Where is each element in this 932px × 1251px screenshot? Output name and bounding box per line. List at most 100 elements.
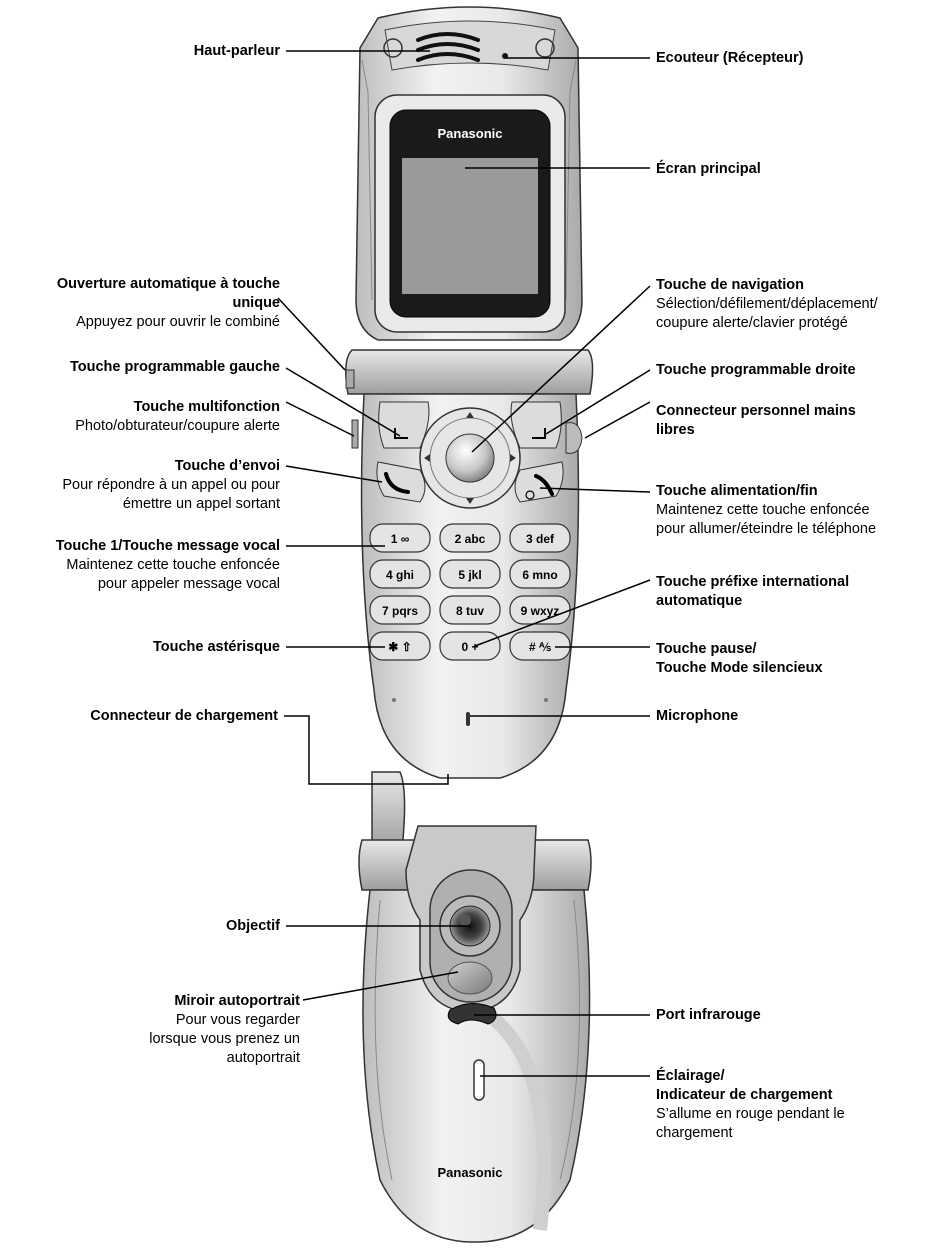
- label-desc: Maintenez cette touche enfoncée: [656, 502, 870, 518]
- label-title: Connecteur personnel mains: [656, 403, 856, 419]
- label-desc: S’allume en rouge pendant le: [656, 1106, 845, 1122]
- keypad-key[interactable]: 3 def: [509, 523, 571, 553]
- label-title: Touche préfixe international: [656, 574, 850, 590]
- label-title: Touche multifonction: [133, 399, 280, 415]
- hinge: [345, 349, 594, 395]
- label-desc: chargement: [656, 1125, 733, 1141]
- label-title: Haut-parleur: [193, 43, 280, 59]
- label-title: Ouverture automatique à touche: [56, 276, 280, 292]
- brand-logo-bottom: Panasonic: [437, 1165, 502, 1180]
- label-title: Touche programmable gauche: [69, 359, 280, 375]
- label-title: Microphone: [656, 708, 739, 724]
- label-title: Touche pause/: [656, 641, 757, 657]
- label-title: Écran principal: [656, 161, 761, 177]
- label-title: Touche Mode silencieux: [656, 660, 823, 676]
- nav-center-button: [445, 433, 495, 483]
- headset-jack-icon: [565, 422, 583, 454]
- keypad-key[interactable]: 6 mno: [509, 559, 571, 589]
- keypad-key[interactable]: 7 pqrs: [369, 595, 431, 625]
- side-open-button: [345, 369, 355, 389]
- keypad-key-label: 7 pqrs: [382, 604, 418, 618]
- send-key: [376, 461, 426, 503]
- label-title: Touche de navigation: [656, 277, 804, 293]
- speaker-grille-icon: [416, 32, 480, 62]
- keypad-key[interactable]: 8 tuv: [439, 595, 501, 625]
- label-title: Objectif: [226, 918, 280, 934]
- keypad: 1 ∞ 2 abc 3 def 4 ghi 5 jkl 6 mno 7 pqrs 8 tuv 9…: [369, 523, 571, 661]
- left-softkey: [378, 401, 430, 449]
- label-desc: pour appeler message vocal: [97, 576, 280, 592]
- self-portrait-mirror: [447, 961, 493, 995]
- label-asterisque: Touche astérisque: [153, 638, 280, 657]
- label-ouverture: Ouverture automatique à touche unique Ap…: [57, 275, 280, 332]
- label-title: automatique: [656, 593, 743, 609]
- infrared-port: [447, 1003, 497, 1025]
- phone-end-icon: [534, 474, 554, 496]
- label-desc: Maintenez cette touche enfoncée: [66, 557, 280, 573]
- leader-lines: [277, 50, 651, 1077]
- keypad-key[interactable]: 2 abc: [439, 523, 501, 553]
- label-desc: Pour répondre à un appel ou pour: [62, 477, 280, 493]
- label-prefixe: Touche préfixe international automatique: [656, 573, 849, 611]
- label-title: Touche 1/Touche message vocal: [55, 538, 280, 554]
- keypad-key-label: 9 wxyz: [521, 604, 560, 618]
- label-title: Miroir autoportrait: [174, 993, 300, 1009]
- main-screen: [402, 158, 538, 294]
- keypad-key-label: 3 def: [526, 532, 555, 546]
- closed-phone: Panasonic: [358, 771, 592, 1243]
- label-microphone: Microphone: [656, 707, 738, 726]
- right-ornament-icon: [535, 38, 555, 58]
- keypad-key-label: 2 abc: [455, 532, 486, 546]
- label-prog-droite: Touche programmable droite: [656, 361, 856, 380]
- label-multifonction: Touche multifonction Photo/obturateur/co…: [75, 398, 280, 436]
- label-prog-gauche: Touche programmable gauche: [70, 358, 280, 377]
- label-pause: Touche pause/ Touche Mode silencieux: [656, 640, 823, 678]
- label-touche1: Touche 1/Touche message vocal Maintenez …: [56, 537, 280, 594]
- label-title: Éclairage/: [656, 1068, 725, 1084]
- microphone-hole: [466, 712, 470, 726]
- label-chargement: Connecteur de chargement: [90, 707, 278, 726]
- label-title: Indicateur de chargement: [656, 1087, 833, 1103]
- label-miroir: Miroir autoportrait Pour vous regarder l…: [149, 992, 300, 1068]
- label-objectif: Objectif: [226, 917, 280, 936]
- label-desc: Photo/obturateur/coupure alerte: [75, 418, 280, 434]
- label-title: Ecouteur (Récepteur): [656, 50, 804, 66]
- label-connecteur-mains-libres: Connecteur personnel mains libres: [656, 402, 856, 440]
- label-alimentation: Touche alimentation/fin Maintenez cette …: [656, 482, 876, 539]
- keypad-key[interactable]: ✱ ⇧: [369, 631, 431, 661]
- label-desc: pour allumer/éteindre le téléphone: [656, 521, 877, 537]
- label-ecran-principal: Écran principal: [656, 160, 761, 179]
- keypad-key-label: 0 +: [461, 640, 478, 654]
- keypad-key[interactable]: 0 +: [439, 631, 501, 661]
- label-title: Touche alimentation/fin: [656, 483, 818, 499]
- label-title: Touche astérisque: [152, 639, 280, 655]
- keypad-key-label: # ⅍: [529, 640, 552, 654]
- phone-send-icon: [384, 472, 410, 494]
- label-title: Touche programmable droite: [656, 362, 856, 378]
- keypad-key-label: 5 jkl: [458, 568, 481, 582]
- label-desc: Sélection/défilement/déplacement/: [656, 296, 878, 312]
- label-title: Port infrarouge: [656, 1007, 761, 1023]
- label-ecouteur: Ecouteur (Récepteur): [656, 49, 803, 68]
- keypad-key[interactable]: 9 wxyz: [509, 595, 571, 625]
- keypad-key-label: 1 ∞: [391, 532, 410, 546]
- side-key-icon: [351, 419, 359, 449]
- keypad-key-label: 8 tuv: [456, 604, 484, 618]
- keypad-key-label: 4 ghi: [386, 568, 414, 582]
- brand-logo-top: Panasonic: [437, 126, 502, 141]
- label-title: unique: [232, 295, 280, 311]
- keypad-key[interactable]: 1 ∞: [369, 523, 431, 553]
- label-desc: Appuyez pour ouvrir le combiné: [76, 314, 280, 330]
- keypad-key[interactable]: 5 jkl: [439, 559, 501, 589]
- keypad-key[interactable]: 4 ghi: [369, 559, 431, 589]
- label-infrarouge: Port infrarouge: [656, 1006, 761, 1025]
- label-desc: Pour vous regarder: [175, 1012, 300, 1028]
- label-title: Touche d’envoi: [174, 458, 280, 474]
- keypad-key[interactable]: # ⅍: [509, 631, 571, 661]
- label-haut-parleur: Haut-parleur: [194, 42, 280, 61]
- label-desc: coupure alerte/clavier protégé: [656, 315, 848, 331]
- charging-indicator: [473, 1059, 485, 1101]
- label-desc: émettre un appel sortant: [122, 496, 280, 512]
- keypad-key-label: 6 mno: [522, 568, 557, 582]
